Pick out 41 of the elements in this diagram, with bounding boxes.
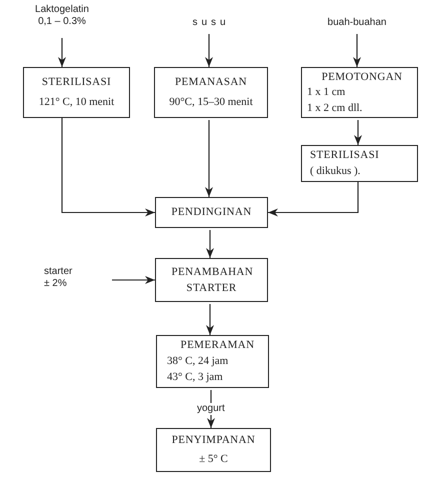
box-heading: STERILISASI [310, 149, 380, 162]
box-text: 121° C, 10 menit [38, 96, 116, 110]
box-heading: STERILISASI [40, 76, 112, 89]
input-label: starter [44, 266, 74, 278]
process-box [301, 145, 418, 182]
process-box [23, 67, 130, 118]
box-text: 1 x 1 cm [307, 86, 346, 99]
arrow [206, 304, 214, 335]
arrow [206, 230, 214, 258]
input-label: Laktogelatin [34, 4, 90, 16]
process-box [301, 67, 418, 118]
process-box [155, 258, 268, 302]
arrow [112, 276, 155, 284]
arrow [353, 34, 361, 67]
box-text: 1 x 2 cm dll. [307, 102, 364, 114]
box-text: 90°C, 15–30 menit [168, 96, 254, 110]
box-heading: PEMANASAN [174, 76, 248, 89]
input-label: buah-buahan [326, 17, 388, 29]
process-box [156, 428, 271, 472]
process-box [156, 335, 269, 388]
box-text: ± 5° C [198, 452, 229, 466]
box-heading: PENYIMPANAN [170, 434, 256, 448]
input-label: ± 2% [44, 278, 68, 290]
box-heading: PEMERAMAN [180, 339, 256, 352]
arrow [58, 38, 66, 67]
box-heading: PEMOTONGAN [320, 70, 404, 84]
arrow [61, 118, 155, 216]
process-box [154, 67, 268, 118]
input-label: 0,1 – 0.3% [37, 16, 87, 28]
box-heading: PENDINGINAN [170, 206, 253, 219]
box-text: 43° C, 3 jam [167, 371, 224, 384]
arrow [268, 182, 359, 216]
arrow [205, 34, 213, 67]
arrow [205, 120, 213, 197]
edge-label: yogurt [195, 403, 227, 415]
box-text: 38° C, 24 jam [167, 355, 230, 368]
box-heading: PENAMBAHAN STARTER [172, 265, 252, 296]
box-text: ( dikukus ). [310, 165, 362, 178]
process-box [155, 197, 268, 228]
input-label: susu [191, 17, 231, 29]
arrow [354, 120, 362, 145]
